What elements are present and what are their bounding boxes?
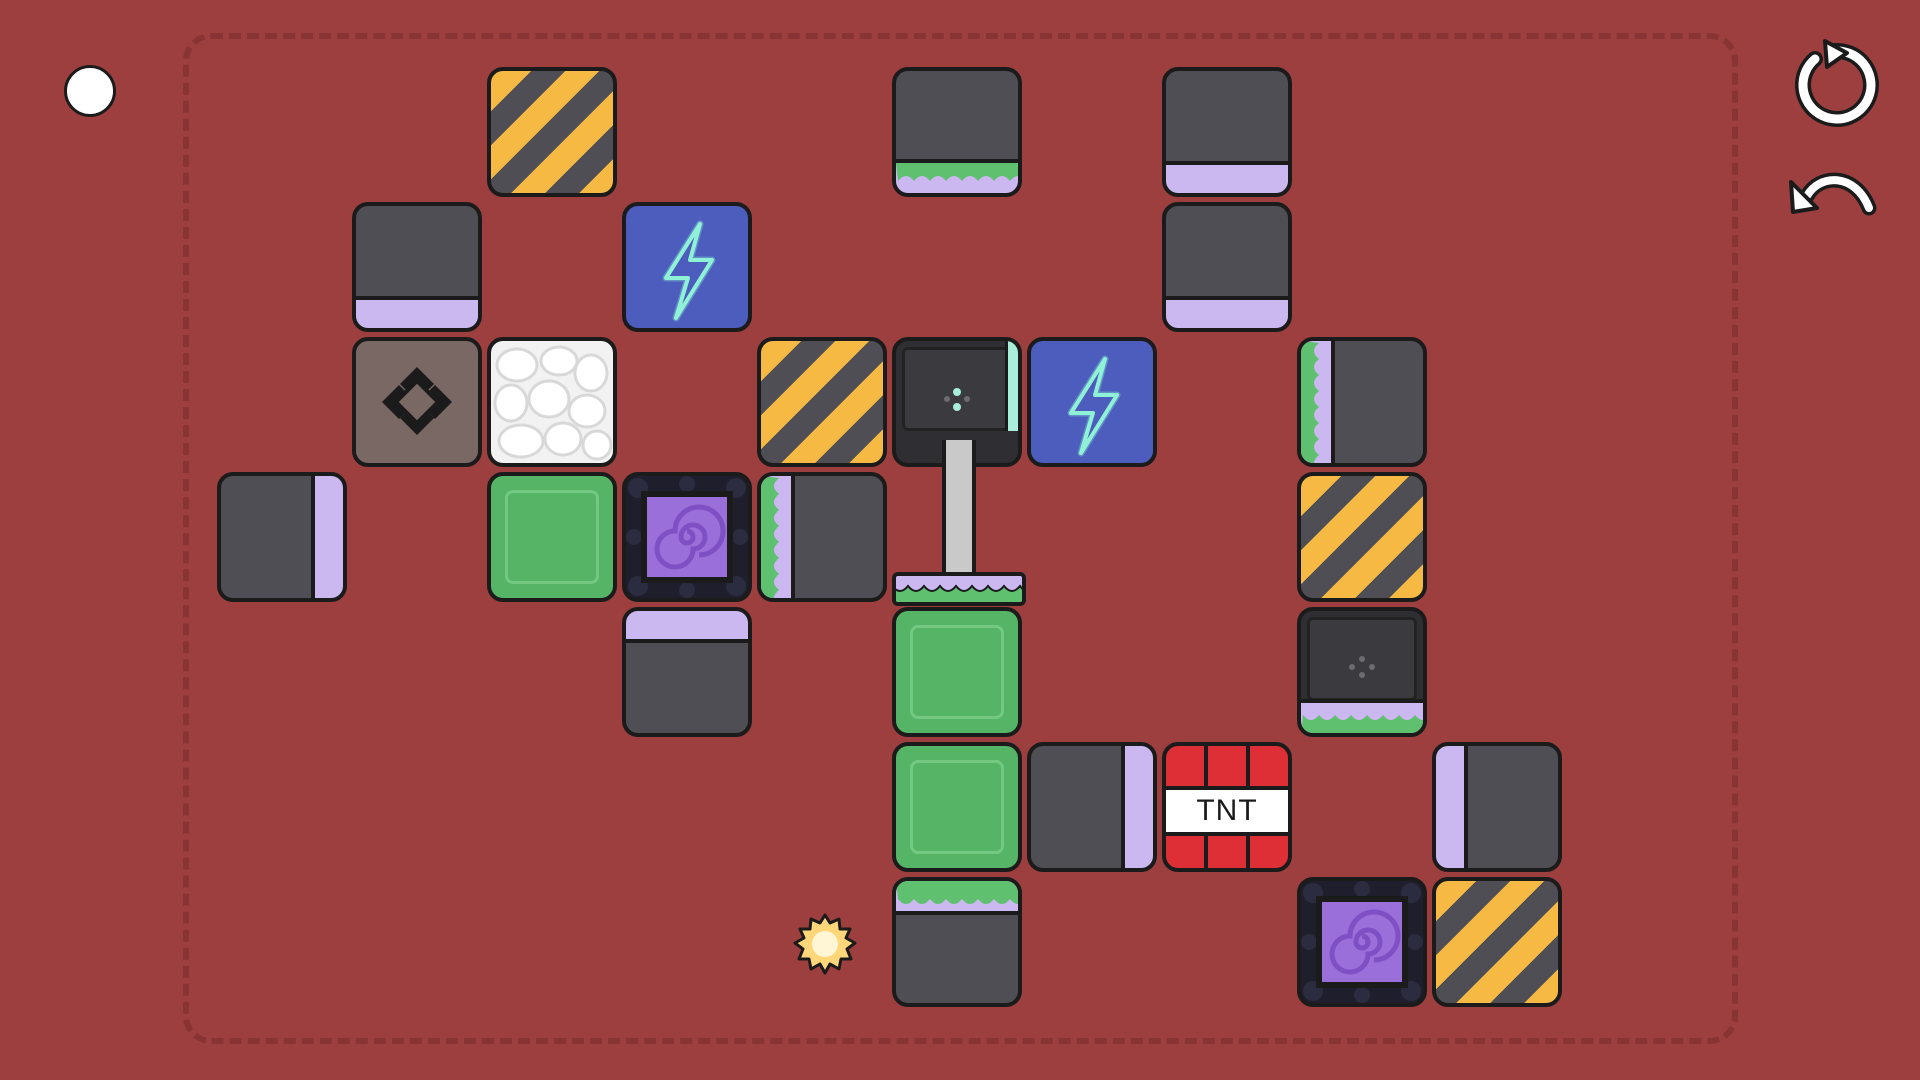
hazard-block [1297,472,1427,602]
piston-block [892,337,1022,467]
slime-block [1297,337,1427,467]
ice-block [487,337,617,467]
portal-block [622,472,752,602]
energy-block [622,202,752,332]
slime-block [892,877,1022,1007]
restart-button[interactable] [1785,37,1881,133]
cracked-stone-block [352,337,482,467]
portal-swirl-icon [626,476,748,598]
bounce-pad-block [1162,202,1292,332]
slime-block [892,67,1022,197]
bounce-pad-block [622,607,752,737]
player-ball[interactable] [793,913,857,981]
lightning-icon [1067,355,1121,457]
hazard-block [487,67,617,197]
slime-cannon-block [1297,607,1427,737]
portal-swirl-icon [1301,881,1423,1003]
tnt-label: TNT [1166,786,1288,836]
piston-head [892,572,1026,606]
portal-block [1297,877,1427,1007]
bounce-pad-block [1162,67,1292,197]
tnt-block: TNT [1162,742,1292,872]
lightning-icon [662,220,716,322]
piston-rod [942,440,976,576]
restart-icon [1794,39,1879,127]
board-frame [183,33,1738,1044]
menu-button[interactable] [64,65,116,117]
green-block [487,472,617,602]
energy-block [1027,337,1157,467]
bounce-pad-block [1432,742,1562,872]
bounce-pad-block [1027,742,1157,872]
undo-button[interactable] [1785,160,1881,232]
hazard-block [757,337,887,467]
green-block [892,742,1022,872]
green-block [892,607,1022,737]
undo-icon [1789,172,1877,216]
bounce-pad-block [217,472,347,602]
bounce-pad-block [352,202,482,332]
hazard-block [1432,877,1562,1007]
slime-block [757,472,887,602]
